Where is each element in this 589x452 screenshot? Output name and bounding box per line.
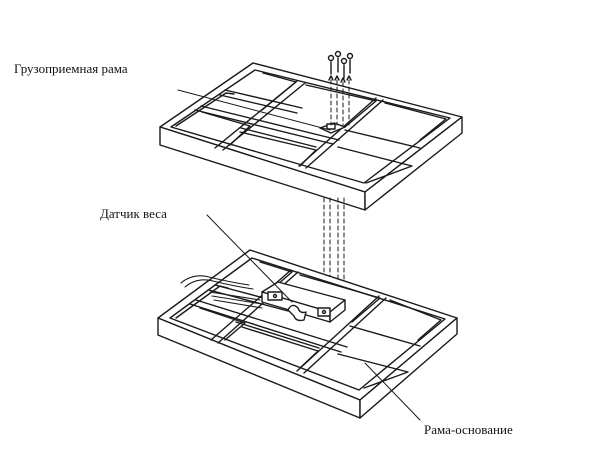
top-frame — [159, 62, 463, 211]
load-cell — [261, 281, 346, 323]
label-base-frame: Рама-основание — [424, 422, 513, 437]
label-load-cell: Датчик веса — [100, 206, 167, 221]
bolts — [327, 50, 354, 83]
leader-lines — [177, 89, 421, 421]
cable — [180, 275, 263, 309]
base-frame — [157, 249, 458, 419]
label-load-receiving-frame: Грузоприемная рама — [14, 61, 128, 76]
